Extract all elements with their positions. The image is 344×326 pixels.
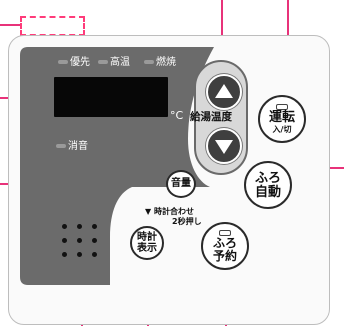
clock-hint-line2: 2秒押し <box>172 217 202 226</box>
bath-reserve-label: ふろ <box>212 236 237 250</box>
leader-line-top-left <box>0 24 20 26</box>
clock-hint-text: 時計合わせ <box>153 207 194 216</box>
clock-display-button[interactable]: 時計 表示 <box>130 226 164 260</box>
volume-label: 音量 <box>171 178 191 189</box>
power-led <box>276 104 288 110</box>
speaker-hole <box>62 224 67 229</box>
indicator-burning: 燃焼 <box>144 58 176 68</box>
high-temp-led <box>98 60 108 64</box>
leader-line-temp <box>221 0 223 60</box>
bath-auto-sublabel: 自動 <box>254 184 281 200</box>
priority-label: 優先 <box>70 57 90 68</box>
burning-label: 燃焼 <box>156 57 176 68</box>
triangle-up-icon <box>215 84 233 98</box>
speaker-hole <box>62 252 67 257</box>
volume-button[interactable]: 音量 <box>166 170 196 198</box>
clock-hint-text2: 2秒押し <box>172 217 202 226</box>
bath-reserve-led <box>219 230 231 236</box>
indicator-priority: 優先 <box>58 58 90 68</box>
clock-hint-line1: ▼ 時計合わせ <box>145 207 194 216</box>
speaker-hole <box>92 224 97 229</box>
burning-led <box>144 60 154 64</box>
water-temp-label: 給湯温度 <box>190 111 232 123</box>
triangle-down-icon <box>215 140 233 154</box>
celsius-unit: °C <box>170 109 184 122</box>
high-temp-label: 高温 <box>110 57 130 68</box>
temp-down-button[interactable] <box>206 128 242 164</box>
mute-led <box>56 144 66 148</box>
clock-hint-marker: ▼ <box>145 207 152 216</box>
bath-reserve-sublabel: 予約 <box>212 249 237 263</box>
speaker-hole <box>92 252 97 257</box>
speaker-hole <box>62 238 67 243</box>
priority-led <box>58 60 68 64</box>
bath-auto-button[interactable]: ふろ 自動 <box>244 161 292 209</box>
clock-label: 時計 <box>137 231 157 243</box>
indicator-mute: 消音 <box>56 142 88 152</box>
bath-auto-label: ふろ <box>254 170 281 186</box>
speaker-hole <box>77 224 82 229</box>
power-label: 運転 <box>268 110 295 125</box>
bath-reserve-button[interactable]: ふろ 予約 <box>201 222 249 270</box>
lcd-display <box>54 77 168 117</box>
speaker-hole <box>92 238 97 243</box>
mute-label: 消音 <box>68 141 88 152</box>
indicator-high-temp: 高温 <box>98 58 130 68</box>
speaker-hole <box>77 238 82 243</box>
clock-sublabel: 表示 <box>137 242 157 254</box>
dashed-label-box <box>20 16 85 36</box>
power-button[interactable]: 運転 入/切 <box>258 95 306 143</box>
speaker-hole <box>77 252 82 257</box>
temp-up-button[interactable] <box>206 74 242 110</box>
power-sublabel: 入/切 <box>272 125 292 134</box>
